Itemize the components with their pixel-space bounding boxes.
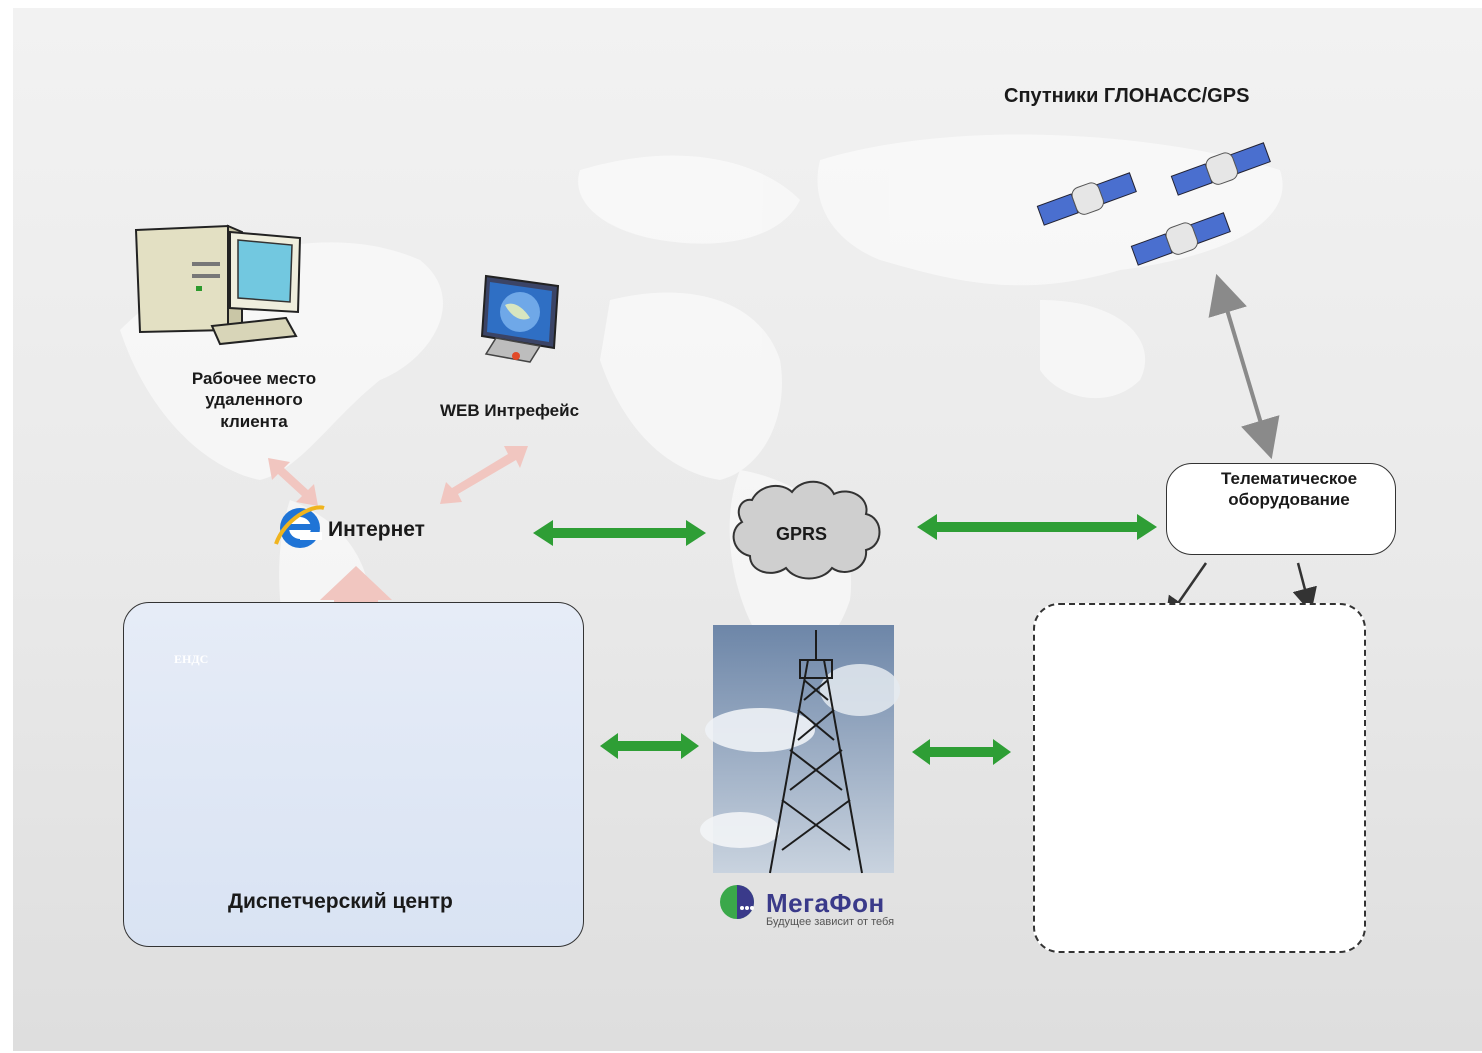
- gprs-cloud-icon: [732, 480, 881, 580]
- megafon-logo: [720, 885, 754, 919]
- telematics-line-2: оборудование: [1228, 490, 1350, 510]
- vehicles-box: [1033, 603, 1366, 953]
- telematics-box: [1166, 463, 1396, 555]
- dispatch-center-panel: [123, 602, 584, 947]
- endc-logo-text: ЕНДС: [174, 652, 209, 666]
- desktop-computer-icon: [134, 224, 302, 346]
- megafon-title: МегаФон: [766, 888, 885, 918]
- telematics-label: Телематическое оборудование: [1176, 468, 1402, 511]
- arrow-dispatch-tower: [600, 733, 699, 759]
- internet-label: Интернет: [328, 518, 425, 541]
- arrow-telematics-vehicles-2: [1292, 562, 1317, 614]
- remote-client-label: Рабочее место удаленного клиента: [168, 368, 340, 432]
- arrow-gprs-telematics: [917, 514, 1157, 540]
- arrow-internet-gprs: [533, 520, 706, 546]
- satellite-icon: [1130, 212, 1231, 266]
- satellites-label: Спутники ГЛОНАСС/GPS: [1004, 85, 1250, 107]
- diagram-canvas: [13, 8, 1482, 1051]
- remote-client-line-3: клиента: [220, 411, 288, 431]
- web-interface-label: WEB Интрефейс: [440, 401, 580, 420]
- arrow-satellite-telematics: [1208, 273, 1280, 460]
- arrow-web-internet: [440, 446, 528, 504]
- remote-client-line-2: удаленного: [205, 390, 303, 410]
- megafon-slogan: Будущее зависит от тебя: [766, 916, 895, 928]
- satellite-icon: [1170, 142, 1271, 196]
- radio-tower-image: [700, 625, 900, 874]
- dispatch-center-label: Диспетчерский центр: [228, 890, 453, 913]
- web-monitor-icon: [480, 274, 560, 363]
- arrow-client-internet: [268, 458, 318, 506]
- satellite-icon: [1036, 172, 1137, 226]
- green-arrows: [533, 514, 1157, 765]
- telematics-line-1: Телематическое: [1220, 469, 1358, 488]
- arrow-tower-vehicles: [912, 739, 1011, 765]
- internet-explorer-icon: [274, 505, 325, 548]
- gprs-label: GPRS: [776, 524, 828, 544]
- remote-client-line-1: Рабочее место: [191, 369, 317, 388]
